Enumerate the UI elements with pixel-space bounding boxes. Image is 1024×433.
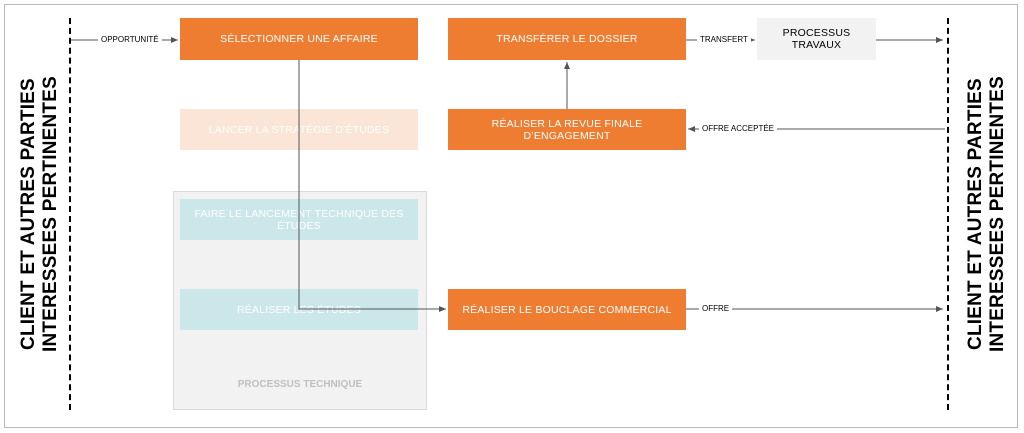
commercial-closing-box[interactable]: RÉALISER LE BOUCLAGE COMMERCIAL <box>448 289 686 330</box>
final-commitment-review-box[interactable]: RÉALISER LA REVUE FINALE D’ENGAGEMENT <box>448 109 686 150</box>
arrow-select-to-closing <box>298 60 446 312</box>
flow-label-transfert: TRANSFERT <box>697 35 751 45</box>
works-process-box[interactable]: PROCESSUS TRAVAUX <box>757 18 876 60</box>
right-boundary-dashed-line <box>947 18 949 410</box>
flow-label-offre-acceptee: OFFRE ACCEPTÉE <box>699 124 778 134</box>
transfer-file-box[interactable]: TRANSFÉRER LE DOSSIER <box>448 18 686 60</box>
flow-label-opportunite: OPPORTUNITÉ <box>98 35 162 45</box>
flow-label-offre: OFFRE <box>699 304 733 314</box>
technical-process-label: PROCESSUS TECHNIQUE <box>237 379 363 390</box>
select-deal-box[interactable]: SÉLECTIONNER UNE AFFAIRE <box>180 18 418 60</box>
left-boundary-dashed-line <box>69 18 71 410</box>
